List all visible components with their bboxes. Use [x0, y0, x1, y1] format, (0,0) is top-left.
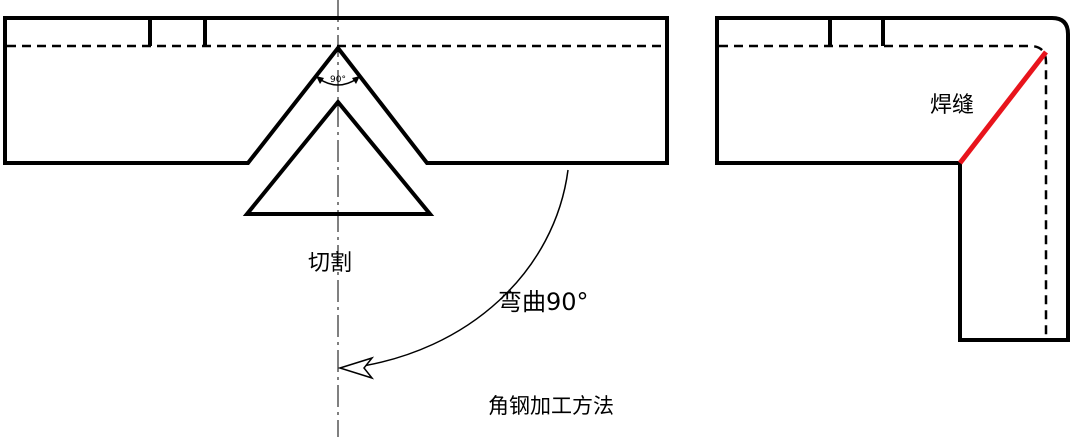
notch-angle-arrow-right	[352, 76, 360, 84]
steel-outline-left	[3, 16, 669, 165]
notch-angle-arrow-left	[316, 76, 324, 84]
cut-label: 切割	[308, 251, 352, 276]
bend-label: 弯曲90°	[498, 288, 589, 316]
weld-seam	[958, 50, 1048, 165]
bend-arc	[349, 169, 569, 369]
bend-arrow-head	[337, 356, 375, 380]
notch-angle-label: 90°	[330, 75, 346, 85]
bent-angle-steel	[715, 16, 1070, 342]
steel-outline-right	[715, 16, 1070, 342]
straight-angle-steel	[3, 16, 669, 165]
diagram-caption: 角钢加工方法	[488, 394, 614, 418]
weld-label: 焊缝	[930, 93, 974, 118]
hidden-flange-line-right	[719, 44, 1048, 338]
